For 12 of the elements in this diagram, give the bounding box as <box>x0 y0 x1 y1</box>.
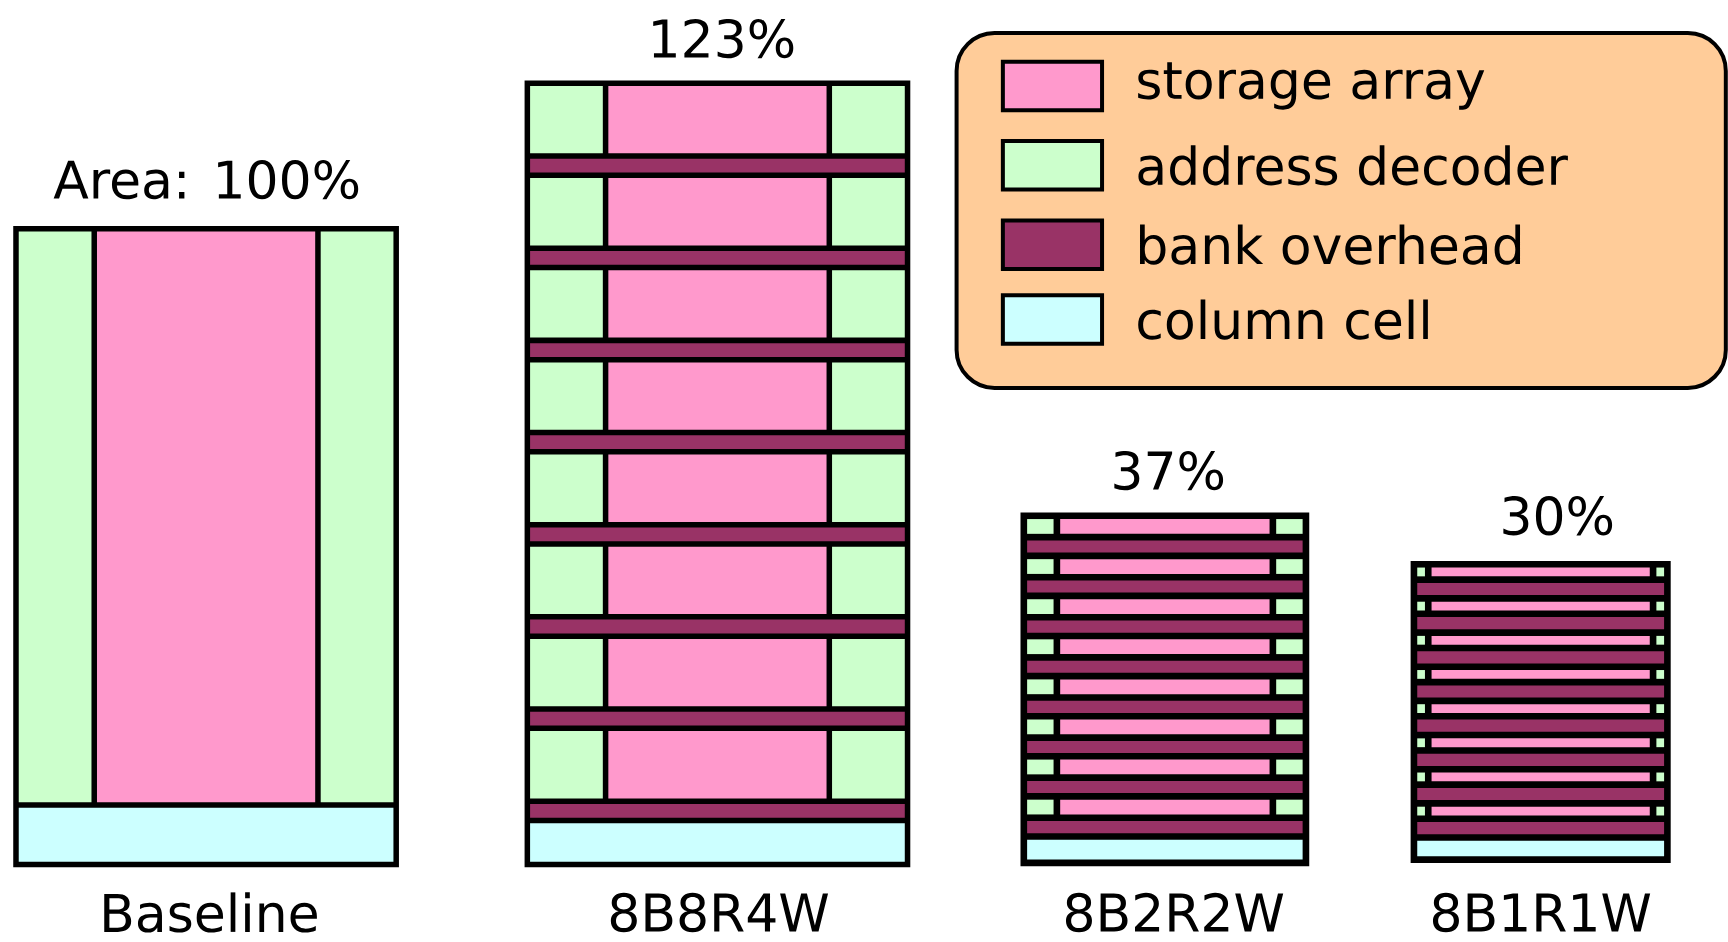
legend-label: address decoder <box>1138 145 1568 186</box>
configuration-label: Baseline <box>104 892 317 933</box>
area-percentage: 123% <box>653 18 794 59</box>
area-percentage: 37% <box>1114 450 1224 491</box>
configuration-label: 8B2R2W <box>1065 892 1284 933</box>
legend-label: bank overhead <box>1140 224 1520 265</box>
area-percentage: 30% <box>1503 496 1613 536</box>
legend-label: column cell <box>1138 299 1428 340</box>
legend-label: storage array <box>1138 62 1485 110</box>
area-percentage: Area: 100% <box>53 159 359 200</box>
configuration-label: 8B1R1W <box>1432 892 1651 933</box>
configuration-label: 8B8R4W <box>610 892 829 933</box>
